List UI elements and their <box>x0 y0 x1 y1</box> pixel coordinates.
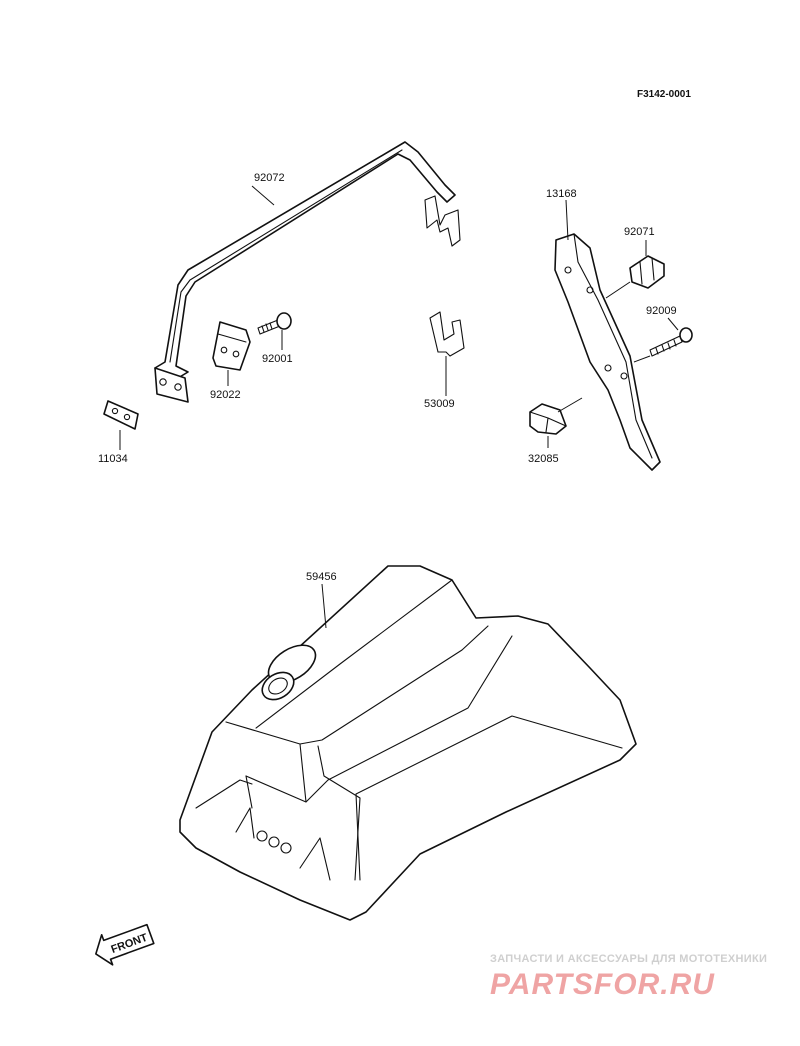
part-label-92009: 92009 <box>646 305 677 317</box>
part-label-92022: 92022 <box>210 389 241 401</box>
part-label-11034: 11034 <box>98 453 128 465</box>
part-label-13168: 13168 <box>546 188 577 200</box>
part-label-92001: 92001 <box>262 353 293 365</box>
part-label-92071: 92071 <box>624 226 655 238</box>
part-label-59456: 59456 <box>306 571 337 583</box>
part-11034-plate[interactable] <box>103 400 139 430</box>
part-32085-cushion[interactable] <box>529 403 567 435</box>
part-92022-clip-plate[interactable] <box>212 321 251 371</box>
part-92072-bracket[interactable] <box>154 141 461 403</box>
part-label-32085: 32085 <box>528 453 559 465</box>
part-92001-bolt[interactable] <box>257 312 292 335</box>
part-92071-grommet[interactable] <box>629 255 665 289</box>
part-59456-cover[interactable] <box>179 565 637 921</box>
part-label-92072: 92072 <box>254 172 285 184</box>
watermark-subtitle: ЗАПЧАСТИ И АКСЕССУАРЫ ДЛЯ МОТОТЕХНИКИ <box>490 953 767 965</box>
front-arrow-icon: FRONT <box>95 923 155 966</box>
part-92009-screw[interactable] <box>649 327 693 357</box>
diagram-ref-code: F3142-0001 <box>637 89 691 100</box>
part-53009-wire-clip[interactable] <box>429 311 465 357</box>
part-label-53009: 53009 <box>424 398 455 410</box>
watermark-logo: PARTSFOR.RU <box>490 968 715 1001</box>
part-13168-stay[interactable] <box>554 233 661 471</box>
